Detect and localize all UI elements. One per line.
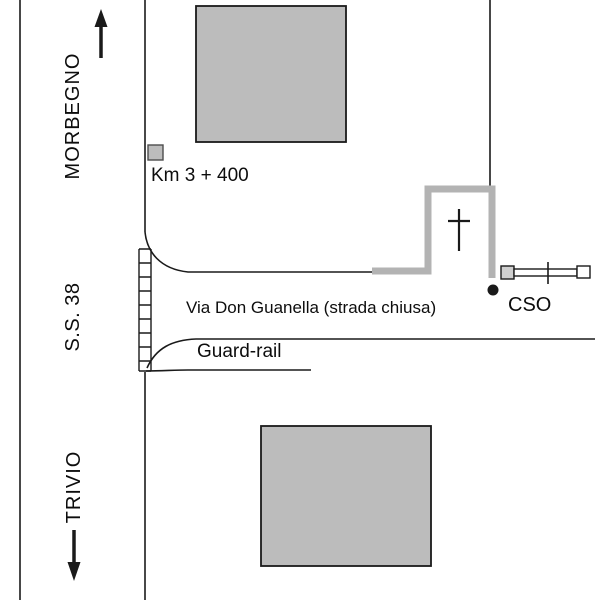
label-road-ss38: S.S. 38 [62,282,84,352]
building-south [260,425,432,567]
label-km-marker: Km 3 + 400 [151,165,249,186]
label-direction-trivio: TRIVIO [63,450,85,524]
label-cso: CSO [508,294,552,316]
cso-dot-icon [487,284,499,296]
label-side-road-name: Via Don Guanella (strada chiusa) [186,298,437,317]
side-road-lower-edge [146,338,595,369]
building-north [195,5,347,143]
south-arrow-icon [67,530,81,581]
church-enclosure-walls [372,185,496,278]
guard-rail-icon [138,248,152,372]
gate-post-right-icon [576,265,591,279]
gate-barrier-bar-icon [513,268,578,277]
north-arrow-icon [94,9,108,58]
label-guard-rail: Guard-rail [197,341,282,362]
side-road-inner-edge [145,369,311,372]
church-cross-icon [448,209,470,251]
km-marker-square-icon [147,144,164,161]
label-direction-morbegno: MORBEGNO [62,52,84,180]
side-road-upper-edge [144,231,374,273]
gate-post-left-icon [500,265,515,280]
